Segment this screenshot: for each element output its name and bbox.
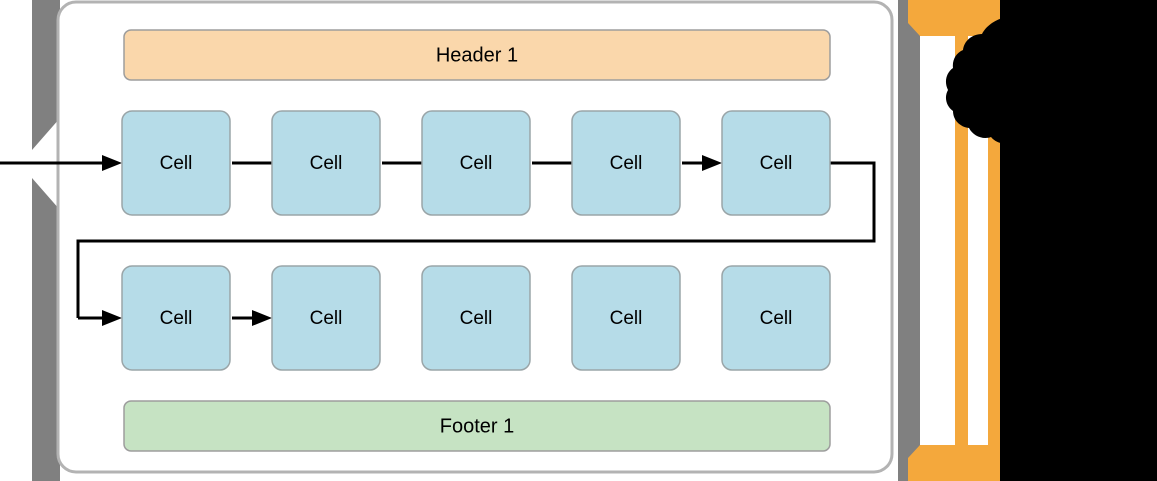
right-orange-bracket-channel-2	[968, 36, 988, 445]
header-bar[interactable]	[123, 29, 831, 81]
collection-container	[56, 0, 894, 474]
row-1-entry-arrowhead	[102, 155, 122, 171]
footer-bar[interactable]	[123, 400, 831, 452]
left-gray-band-notch	[32, 0, 60, 481]
row-1: Cell Cell Cell Cell Cell	[121, 110, 831, 216]
row-1-cell-5[interactable]	[721, 110, 831, 216]
row-2-connector-1-arrowhead	[252, 310, 272, 326]
row-1-connector-4-arrowhead	[702, 155, 722, 171]
row-1-cell-1[interactable]	[121, 110, 231, 216]
row-2-entry-arrowhead	[102, 310, 122, 326]
row-2-cell-5[interactable]	[721, 265, 831, 371]
row-2-cell-3[interactable]	[421, 265, 531, 371]
right-orange-bracket-channel	[920, 36, 955, 445]
row-2-cell-1[interactable]	[121, 265, 231, 371]
row-2: Cell Cell Cell Cell Cell	[121, 265, 831, 371]
row-1-cell-4[interactable]	[571, 110, 681, 216]
row-2-cell-2[interactable]	[271, 265, 381, 371]
row-1-cell-3[interactable]	[421, 110, 531, 216]
row-1-cell-2[interactable]	[271, 110, 381, 216]
right-orange-bracket-rib	[955, 36, 968, 445]
row-wrap-connector	[76, 161, 876, 318]
black-blob-icon	[945, 0, 1011, 144]
row-2-cell-4[interactable]	[571, 265, 681, 371]
right-black-panel	[1000, 0, 1157, 481]
